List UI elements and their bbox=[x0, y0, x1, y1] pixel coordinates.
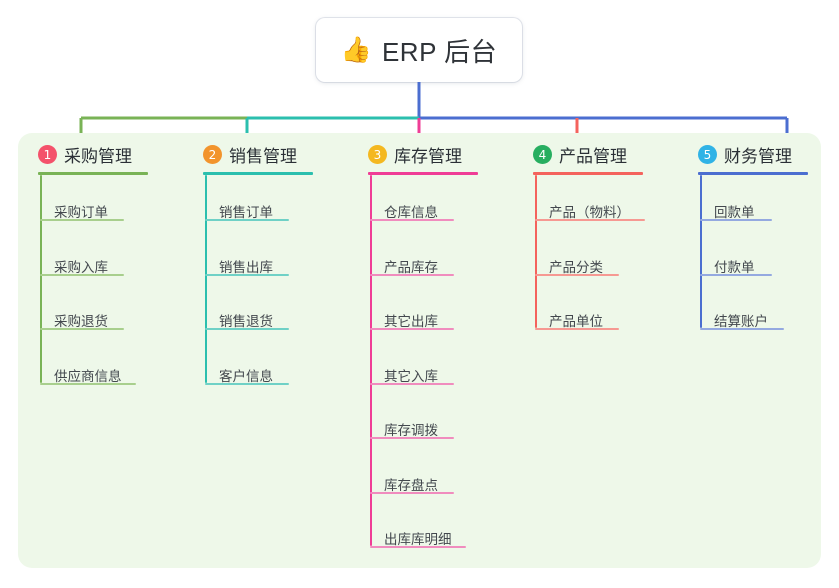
column-stem-4 bbox=[535, 175, 537, 328]
menu-item[interactable]: 付款单 bbox=[714, 259, 755, 275]
menu-item[interactable]: 出库库明细 bbox=[384, 532, 452, 547]
menu-item-rule bbox=[40, 219, 124, 221]
column-title-4: 产品管理 bbox=[559, 147, 627, 166]
menu-item[interactable]: 销售退货 bbox=[219, 314, 273, 329]
menu-item[interactable]: 库存调拨 bbox=[384, 423, 438, 438]
column-header-3[interactable]: 3 库存管理 bbox=[368, 142, 462, 167]
menu-item-rule bbox=[370, 328, 454, 330]
column-badge-5: 5 bbox=[698, 145, 717, 164]
menu-item-rule bbox=[535, 328, 619, 330]
menu-item-rule bbox=[370, 273, 454, 276]
menu-item[interactable]: 销售出库 bbox=[219, 259, 273, 275]
menu-item-rule bbox=[40, 273, 124, 276]
column-stem-3 bbox=[370, 175, 372, 546]
column-badge-1: 1 bbox=[38, 145, 57, 164]
menu-item[interactable]: 回款单 bbox=[714, 205, 755, 220]
column-title-2: 销售管理 bbox=[229, 147, 297, 166]
menu-item-rule bbox=[700, 219, 772, 221]
menu-item-rule bbox=[370, 437, 454, 439]
column-header-4[interactable]: 4 产品管理 bbox=[533, 142, 627, 167]
root-node-content: 👍 ERP 后台 bbox=[341, 32, 497, 69]
menu-item-rule bbox=[205, 219, 289, 221]
column-header-2[interactable]: 2 销售管理 bbox=[203, 142, 297, 167]
menu-item-rule bbox=[205, 328, 289, 330]
column-badge-4: 4 bbox=[533, 145, 552, 164]
root-title: ERP 后台 bbox=[381, 36, 498, 67]
menu-item-rule bbox=[370, 382, 454, 385]
menu-item[interactable]: 库存盘点 bbox=[384, 477, 438, 493]
menu-item-rule bbox=[205, 382, 289, 385]
column-rule-2 bbox=[203, 172, 313, 175]
column-stem-2 bbox=[205, 175, 207, 383]
column-title-5: 财务管理 bbox=[724, 147, 792, 166]
menu-item-rule bbox=[700, 328, 784, 330]
menu-item[interactable]: 采购订单 bbox=[54, 205, 108, 220]
thumbs-up-icon: 👍 bbox=[340, 35, 372, 64]
root-node[interactable]: 👍 ERP 后台 bbox=[316, 18, 522, 82]
menu-item-rule bbox=[40, 328, 124, 330]
column-header-5[interactable]: 5 财务管理 bbox=[698, 142, 792, 167]
menu-item-rule bbox=[700, 273, 772, 276]
menu-item-rule bbox=[370, 546, 466, 548]
menu-item[interactable]: 产品（物料） bbox=[549, 205, 630, 220]
column-rule-5 bbox=[698, 172, 808, 175]
column-stem-5 bbox=[700, 175, 702, 328]
menu-item-rule bbox=[205, 273, 289, 276]
menu-item[interactable]: 产品库存 bbox=[384, 259, 438, 275]
menu-item[interactable]: 供应商信息 bbox=[54, 368, 122, 384]
menu-item-rule bbox=[370, 219, 454, 221]
menu-item[interactable]: 客户信息 bbox=[219, 368, 273, 384]
menu-item-rule bbox=[40, 382, 136, 385]
menu-item-rule bbox=[535, 219, 645, 221]
menu-item[interactable]: 采购入库 bbox=[54, 259, 108, 275]
menu-item[interactable]: 销售订单 bbox=[219, 205, 273, 220]
column-badge-3: 3 bbox=[368, 145, 387, 164]
menu-item-rule bbox=[370, 491, 454, 494]
modules-panel: 1 采购管理采购订单采购入库采购退货供应商信息 2 销售管理销售订单销售出库销售退货客… bbox=[18, 133, 821, 568]
column-rule-4 bbox=[533, 172, 643, 175]
column-rule-1 bbox=[38, 172, 148, 175]
column-title-3: 库存管理 bbox=[394, 147, 462, 166]
menu-item[interactable]: 产品分类 bbox=[549, 259, 603, 275]
column-header-1[interactable]: 1 采购管理 bbox=[38, 142, 132, 167]
menu-item-rule bbox=[535, 273, 619, 276]
menu-item[interactable]: 仓库信息 bbox=[384, 205, 438, 220]
column-rule-3 bbox=[368, 172, 478, 175]
column-title-1: 采购管理 bbox=[64, 147, 132, 166]
menu-item[interactable]: 其它出库 bbox=[384, 314, 438, 329]
menu-item[interactable]: 采购退货 bbox=[54, 314, 108, 329]
menu-item[interactable]: 产品单位 bbox=[549, 314, 603, 329]
column-badge-2: 2 bbox=[203, 145, 222, 164]
menu-item[interactable]: 结算账户 bbox=[714, 314, 768, 329]
column-stem-1 bbox=[40, 175, 42, 383]
menu-item[interactable]: 其它入库 bbox=[384, 368, 438, 384]
